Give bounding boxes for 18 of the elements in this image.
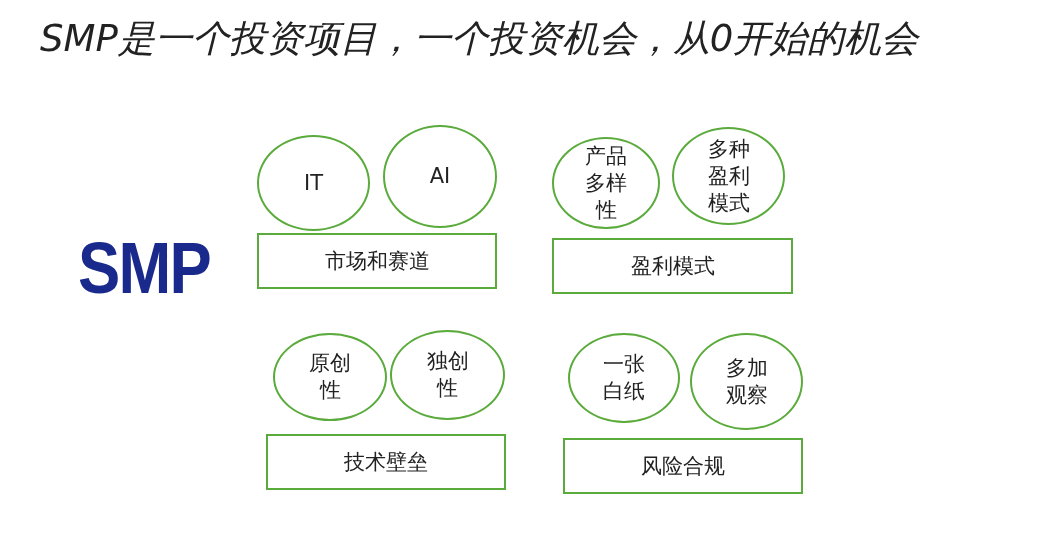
node-label: 独创性 [426,348,469,402]
node-label: IT [304,169,323,197]
project-name: SMP [78,228,211,308]
node-label: 原创性 [309,350,351,404]
node-label: 多加观察 [725,354,768,409]
category-box [266,434,506,490]
slide-title: SMP是一个投资项目，一个投资机会，从0开始的机会 [40,16,921,62]
node-label: 市场和赛道 [324,247,430,275]
node-label: 产品多样性 [585,142,627,224]
node-label: 多种盈利模式 [707,135,750,217]
category-box [257,233,497,289]
node-label: AI [429,163,451,190]
category-box [563,438,803,494]
node-label: 盈利模式 [630,252,715,280]
node-label: 技术壁垒 [344,448,428,476]
node-label: 风险合规 [641,452,725,480]
node-label: 一张白纸 [603,351,645,405]
category-box [552,238,793,294]
